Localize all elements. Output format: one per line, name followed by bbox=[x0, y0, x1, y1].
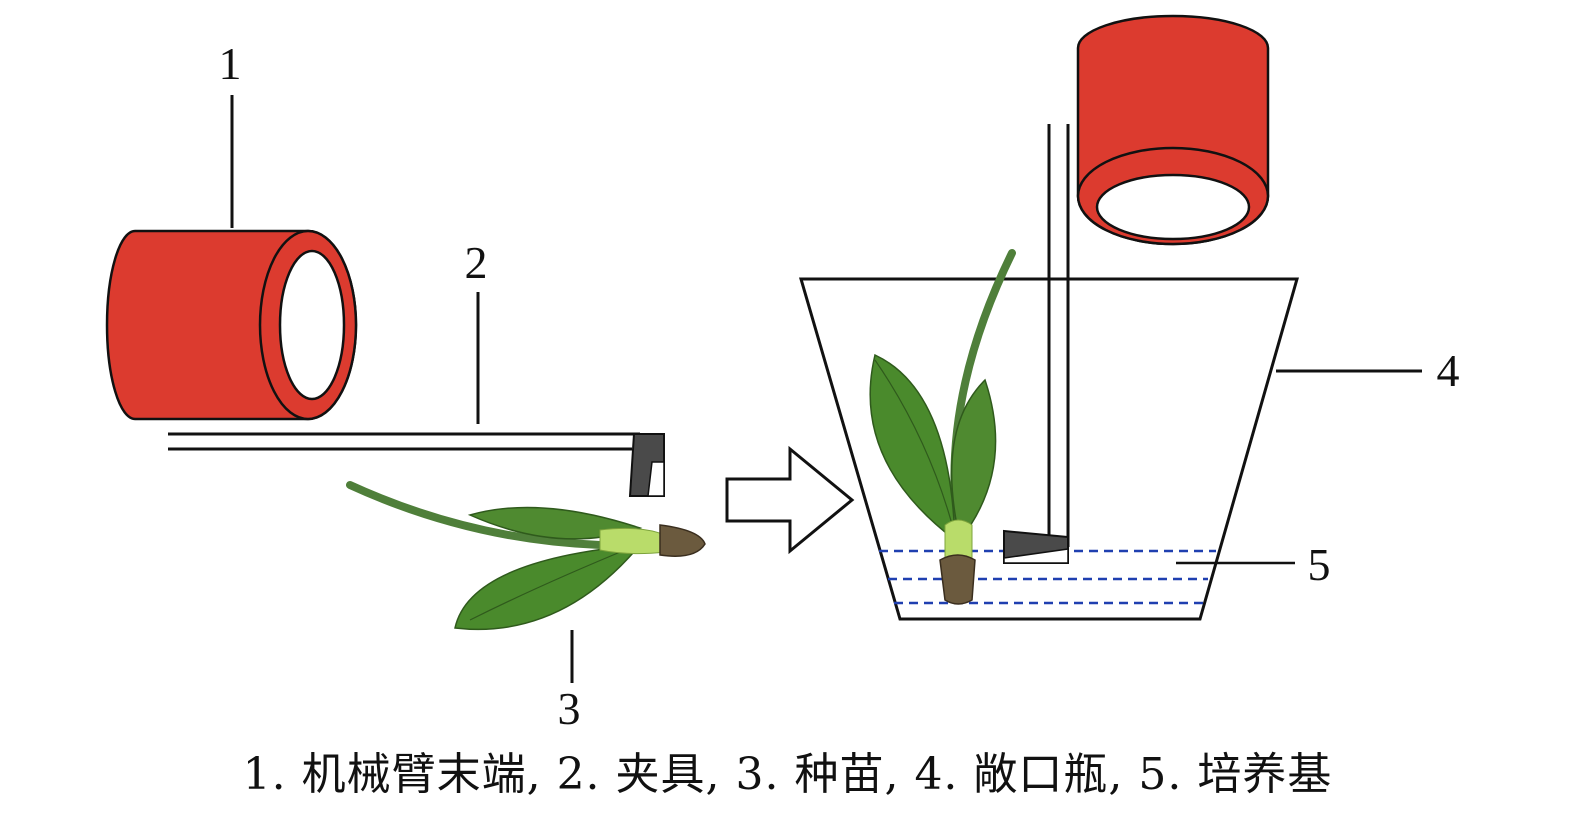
gripper-left bbox=[168, 432, 665, 497]
label-1: 1 bbox=[219, 38, 242, 89]
label-5: 5 bbox=[1308, 539, 1331, 590]
label-2: 2 bbox=[465, 237, 488, 288]
figure-caption: 1. 机械臂末端, 2. 夹具, 3. 种苗, 4. 敞口瓶, 5. 培养基 bbox=[242, 749, 1333, 800]
label-3: 3 bbox=[558, 683, 581, 734]
robot-arm-end-right bbox=[1076, 14, 1270, 246]
gripper-right bbox=[1003, 124, 1070, 564]
label-4: 4 bbox=[1437, 345, 1460, 396]
transfer-arrow bbox=[725, 445, 855, 555]
robot-arm-end-left bbox=[105, 229, 358, 421]
seedling-planted bbox=[869, 249, 1016, 605]
seedling-left bbox=[346, 481, 706, 631]
